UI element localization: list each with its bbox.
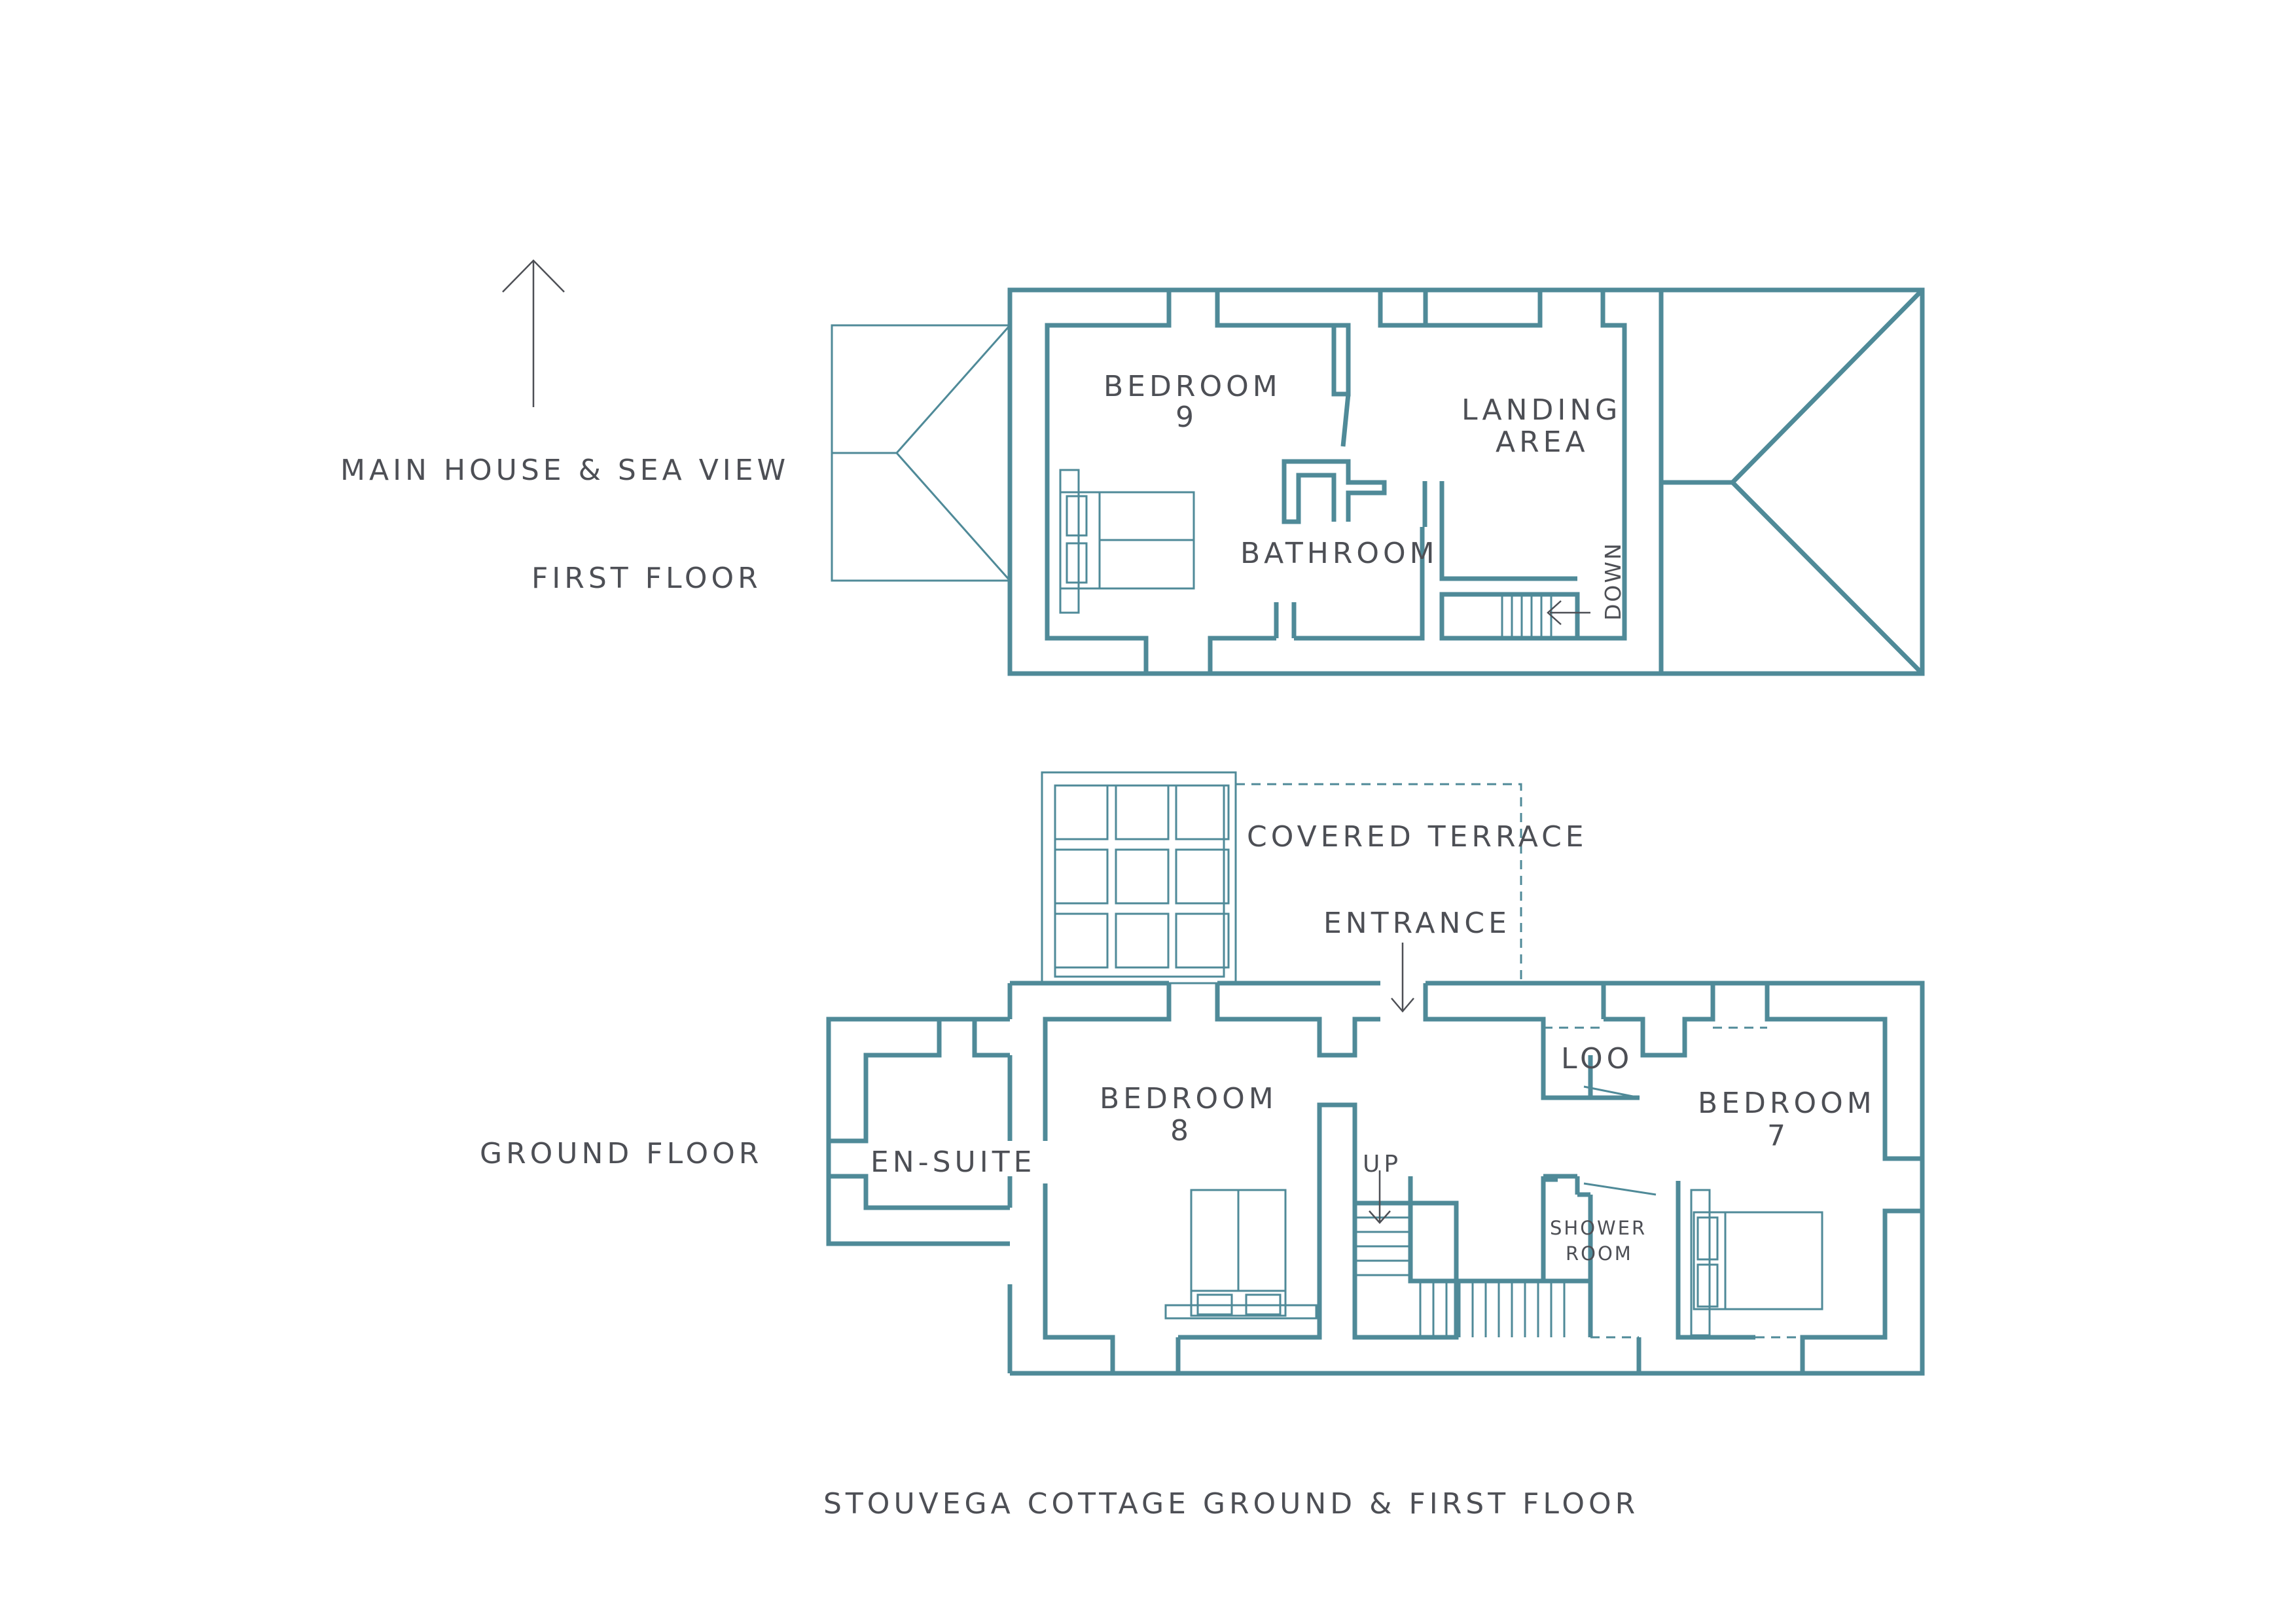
down-arrow-icon [1547,600,1590,625]
ground-floor-stairs [1355,1202,1566,1337]
entrance-label: ENTRANCE [1323,907,1511,940]
first-floor-stairs [1501,594,1552,638]
landing-label: LANDING [1462,393,1621,427]
ensuite-label: EN-SUITE [870,1146,1035,1179]
loo-label: LOO [1561,1042,1633,1075]
bedroom-9-number: 9 [1175,401,1198,434]
plan-title: STOUVEGA COTTAGE GROUND & FIRST FLOOR [823,1487,1639,1521]
down-label: DOWN [1600,541,1626,621]
bedroom-7-number: 7 [1767,1119,1789,1153]
ground-floor-plan: COVERED TERRACE ENTRANCE BEDROOM 8 LOO B… [826,771,1925,1376]
up-label: UP [1363,1151,1402,1178]
wardrobe-icon [1164,1189,1318,1320]
bedroom-7-label: BEDROOM [1698,1087,1876,1120]
shower-room-label: ROOM [1566,1242,1633,1265]
bedroom-8-number: 8 [1170,1114,1193,1147]
covered-terrace-label: COVERED TERRACE [1247,820,1588,854]
orientation-label: MAIN HOUSE & SEA VIEW [340,454,789,487]
terrace-dashed-outline [1236,783,1522,983]
up-arrow-icon [1369,1170,1391,1224]
bedroom-9-label: BEDROOM [1103,370,1282,403]
first-floor-label: FIRST FLOOR [531,562,762,595]
bed-icon [1690,1189,1823,1337]
covered-terrace-pergola [1041,771,1237,984]
west-roof [831,324,1011,582]
first-floor-outer-wall [1007,287,1925,676]
bed-icon [1059,469,1195,614]
bedroom-8-label: BEDROOM [1100,1082,1278,1115]
entrance-arrow-icon [1391,943,1414,1013]
shower-label: SHOWER [1550,1217,1647,1239]
bathroom-label: BATHROOM [1240,537,1439,570]
orientation-arrow-icon [502,259,565,407]
east-roof [1661,288,1924,676]
ground-floor-label: GROUND FLOOR [480,1137,762,1170]
landing-area-label: AREA [1496,425,1589,459]
first-floor-plan: BEDROOM 9 LANDING AREA BATHROOM DOWN [831,287,1925,676]
